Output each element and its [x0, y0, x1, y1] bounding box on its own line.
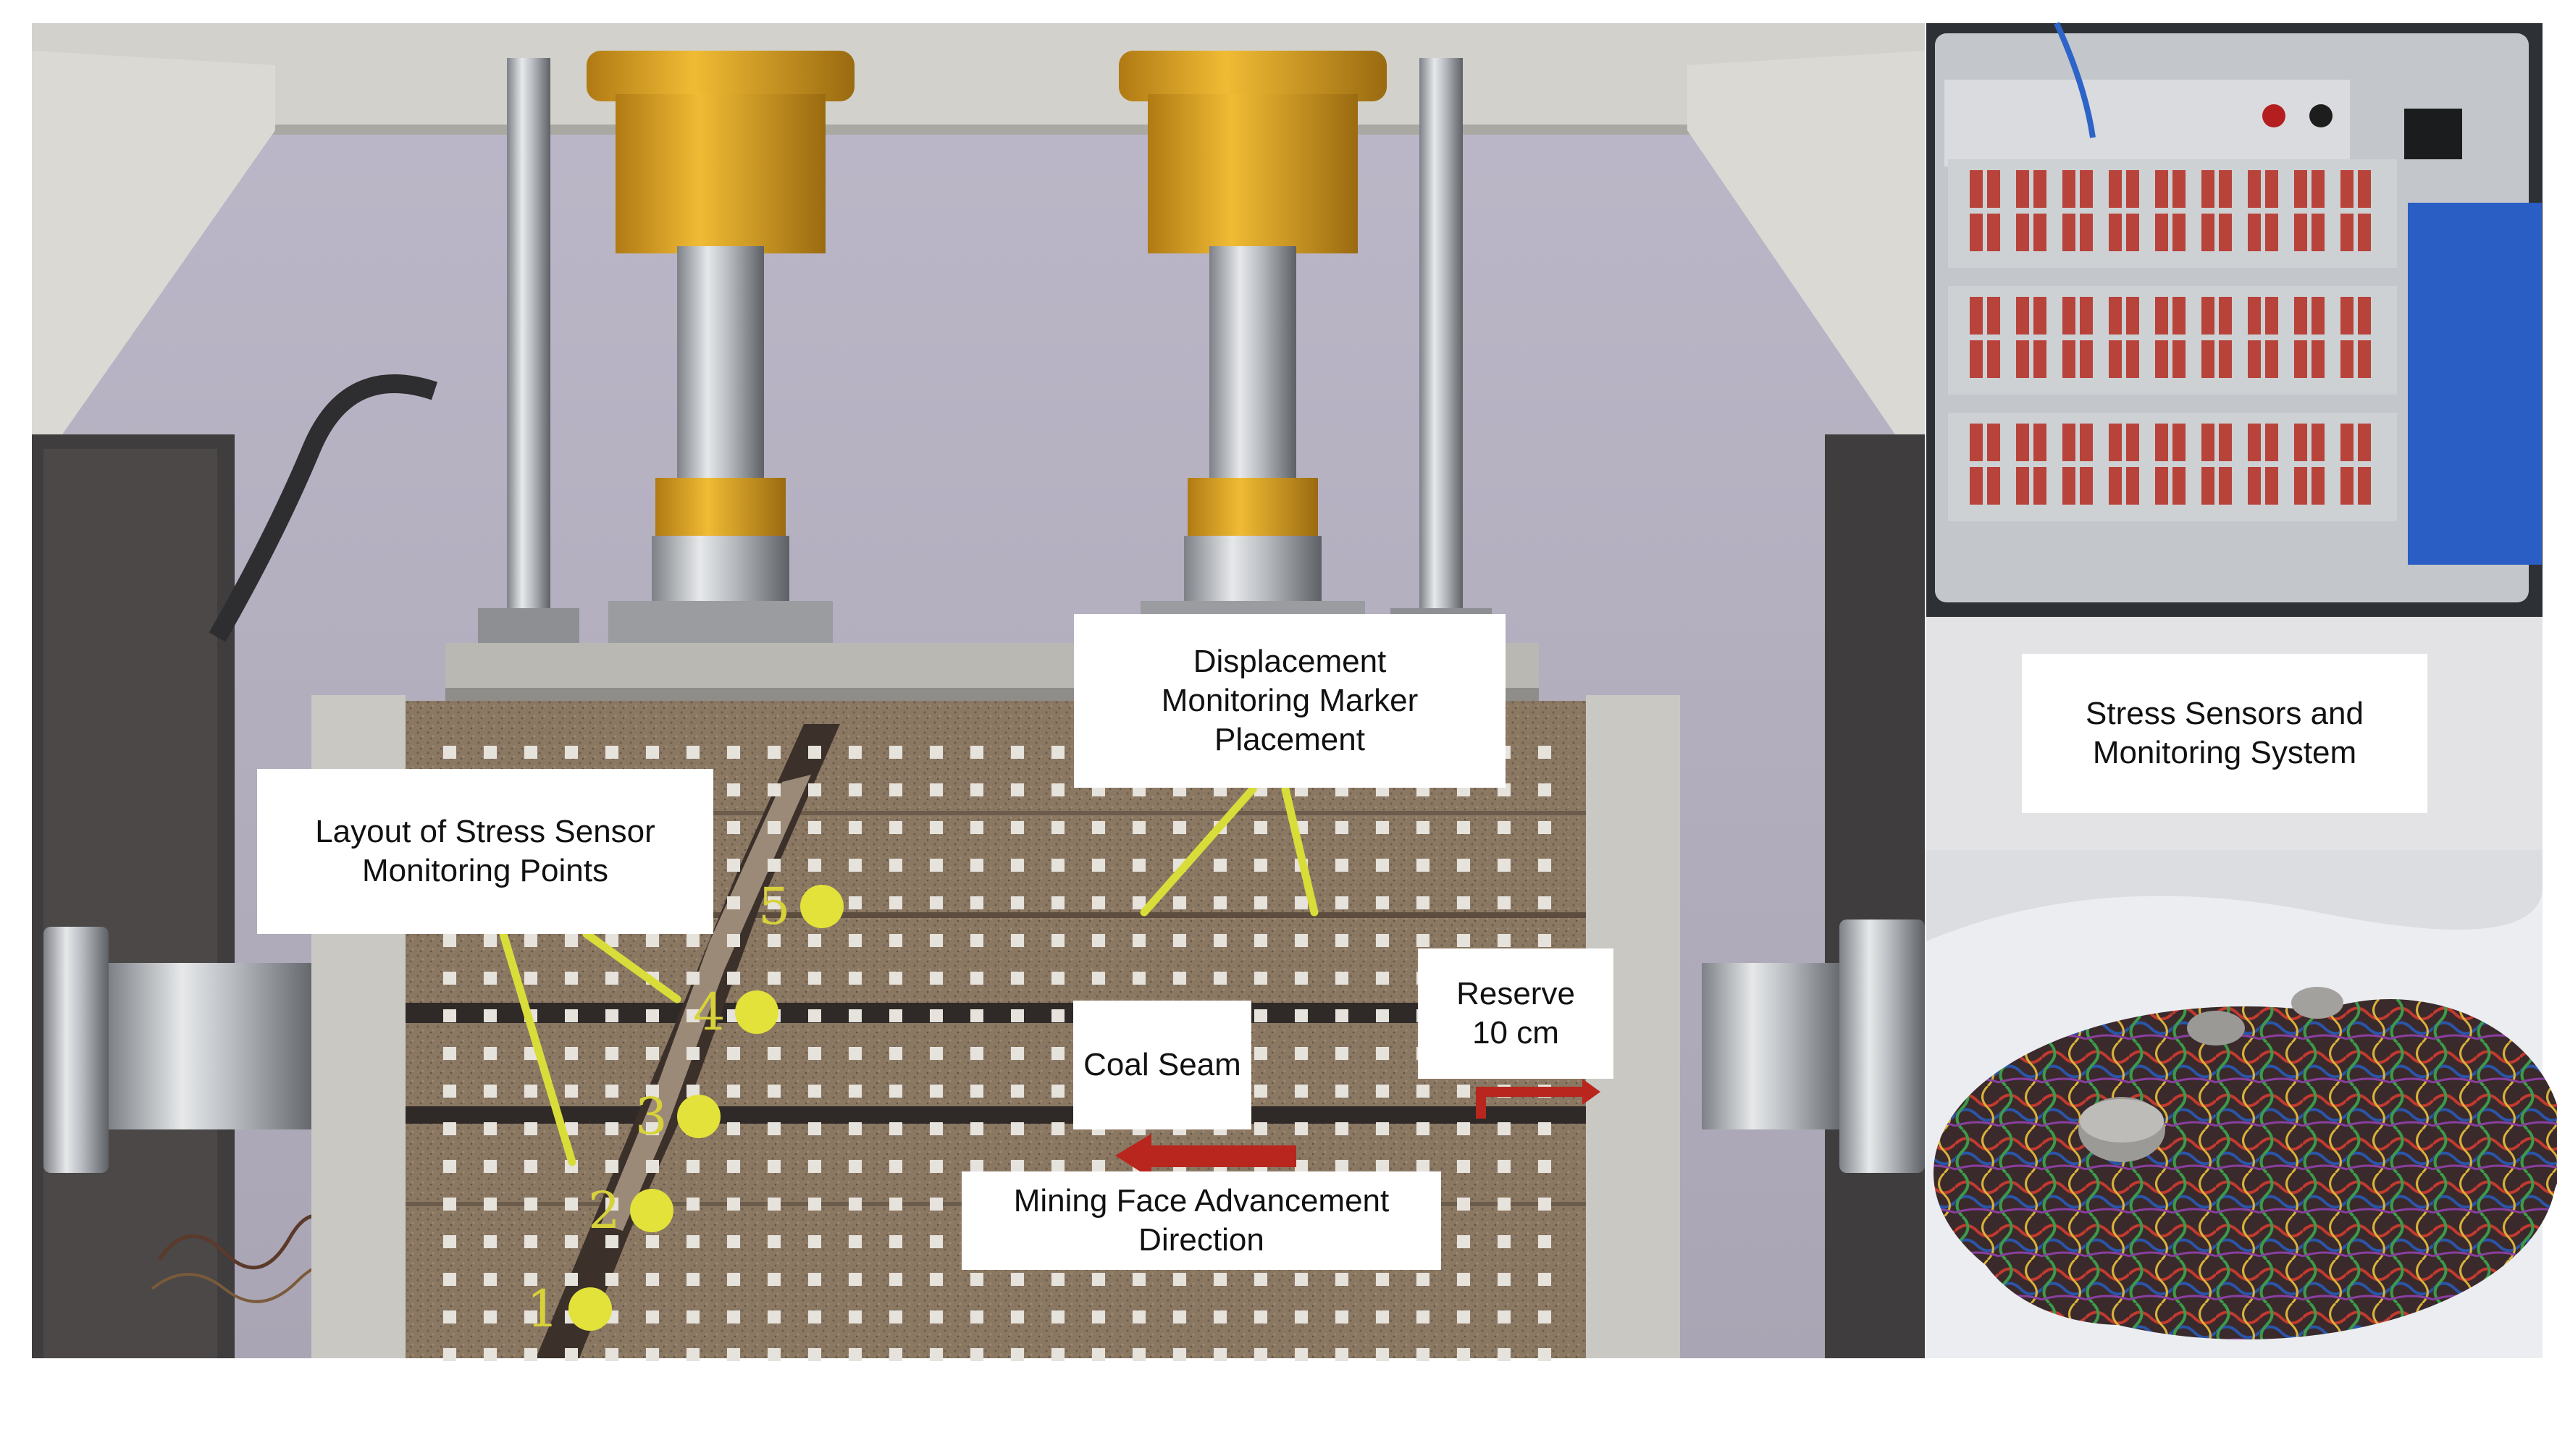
sensor-point-5 [800, 885, 844, 928]
sensor-number-2: 2 [588, 1181, 621, 1240]
sensor-point-2 [630, 1189, 673, 1232]
sensor-point-1 [568, 1287, 612, 1331]
sensor-point-4 [735, 990, 778, 1034]
callout-leaders [499, 785, 1319, 1166]
loading-frame-photo [32, 23, 1925, 1361]
sensor-number-5: 5 [758, 877, 791, 936]
monitoring-system-photo [1926, 22, 2543, 617]
sensor-number-4: 4 [693, 982, 726, 1042]
stress-system-label: Stress Sensors and Monitoring System [2022, 654, 2427, 813]
sensor-number-3: 3 [635, 1087, 668, 1146]
sensor-number-1: 1 [526, 1279, 559, 1339]
displacement-marker-label: Displacement Monitoring Marker Placement [1074, 614, 1506, 788]
reserve-label: Reserve 10 cm [1418, 948, 1613, 1079]
sensor-point-3 [677, 1095, 721, 1138]
connector-bank [1970, 170, 2371, 505]
mining-direction-label: Mining Face Advancement Direction [962, 1171, 1441, 1270]
coal-seam-label: Coal Seam [1073, 1001, 1251, 1129]
stress-sensors-photo [1926, 850, 2557, 1358]
stress-sensor-layout-label: Layout of Stress Sensor Monitoring Point… [257, 769, 713, 934]
